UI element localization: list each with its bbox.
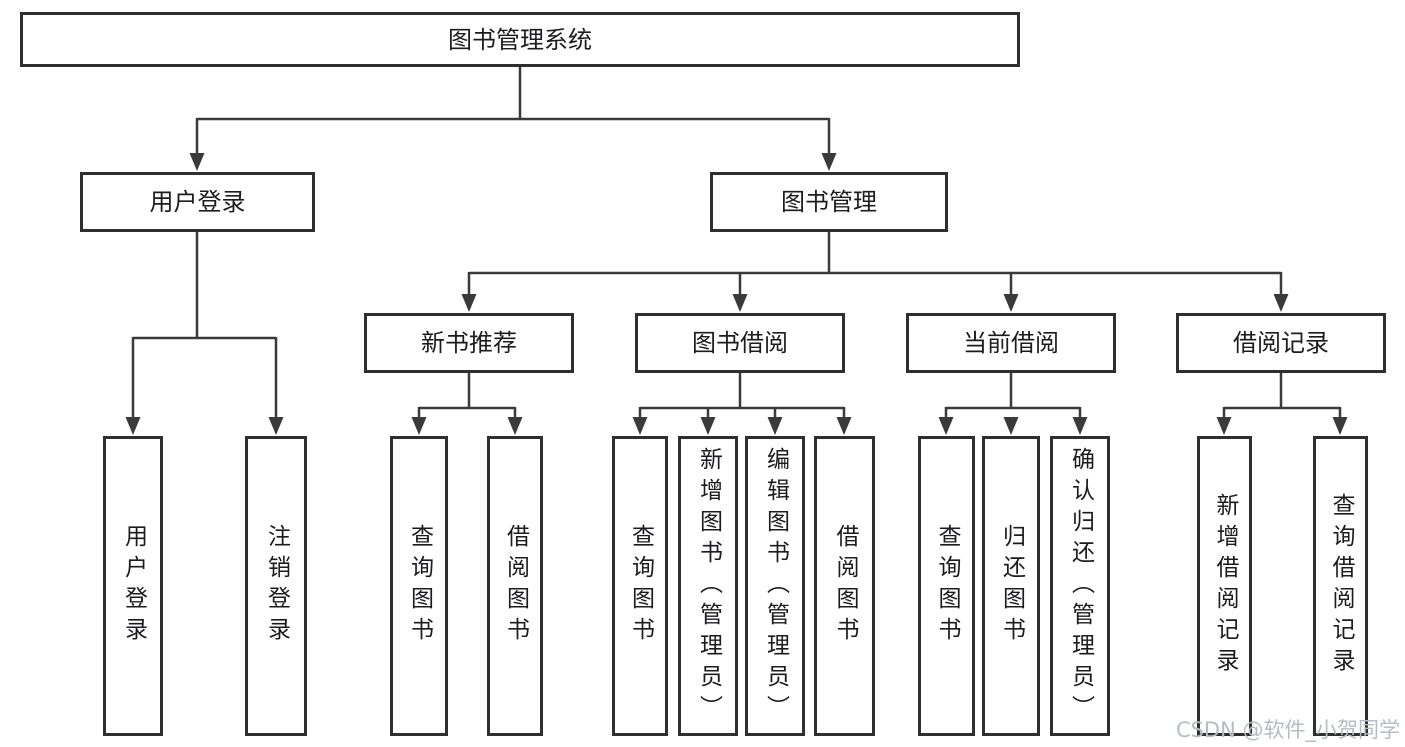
leaf-query-books-1: 查询图书 bbox=[390, 436, 448, 736]
leaf-confirm-return-admin-label: 确认归还（管理员） bbox=[1067, 446, 1094, 726]
leaf-query-borrow-record-label: 查询借阅记录 bbox=[1328, 493, 1354, 679]
node-borrow-records-label: 借阅记录 bbox=[1233, 329, 1329, 357]
leaf-add-book-admin: 新增图书（管理员） bbox=[678, 436, 738, 736]
node-current-borrow: 当前借阅 bbox=[906, 313, 1116, 373]
node-new-book-recommend-label: 新书推荐 bbox=[421, 329, 517, 357]
leaf-return-books-label: 归还图书 bbox=[998, 524, 1025, 648]
node-user-login-label: 用户登录 bbox=[149, 188, 246, 216]
node-root: 图书管理系统 bbox=[20, 12, 1020, 67]
leaf-query-books-3-label: 查询图书 bbox=[934, 524, 960, 648]
leaf-edit-book-admin: 编辑图书（管理员） bbox=[745, 436, 805, 736]
leaf-borrow-books-1-label: 借阅图书 bbox=[502, 524, 529, 648]
leaf-borrow-books-2-label: 借阅图书 bbox=[832, 524, 858, 648]
leaf-add-borrow-record-label: 新增借阅记录 bbox=[1212, 493, 1238, 679]
csdn-watermark: CSDN @软件_小贺同学 bbox=[1175, 718, 1400, 742]
node-user-login: 用户登录 bbox=[80, 172, 315, 232]
leaf-logout-label: 注销登录 bbox=[263, 524, 290, 648]
node-book-management: 图书管理 bbox=[710, 172, 948, 232]
node-root-label: 图书管理系统 bbox=[448, 25, 592, 54]
leaf-query-books-2: 查询图书 bbox=[612, 436, 668, 736]
leaf-query-books-3: 查询图书 bbox=[918, 436, 975, 736]
leaf-borrow-books-2: 借阅图书 bbox=[814, 436, 875, 736]
leaf-confirm-return-admin: 确认归还（管理员） bbox=[1050, 436, 1110, 736]
node-current-borrow-label: 当前借阅 bbox=[963, 329, 1059, 357]
leaf-borrow-books-1: 借阅图书 bbox=[487, 436, 543, 736]
leaf-add-book-admin-label: 新增图书（管理员） bbox=[695, 446, 722, 726]
node-borrow-records: 借阅记录 bbox=[1176, 313, 1386, 373]
leaf-query-books-2-label: 查询图书 bbox=[627, 524, 654, 648]
arrowheads bbox=[125, 153, 1348, 435]
node-book-management-label: 图书管理 bbox=[781, 188, 877, 216]
leaf-user-login-label: 用户登录 bbox=[120, 524, 147, 648]
node-book-borrow: 图书借阅 bbox=[635, 313, 845, 373]
leaf-edit-book-admin-label: 编辑图书（管理员） bbox=[762, 446, 789, 726]
node-new-book-recommend: 新书推荐 bbox=[364, 313, 574, 373]
leaf-add-borrow-record: 新增借阅记录 bbox=[1197, 436, 1252, 736]
leaf-logout: 注销登录 bbox=[245, 436, 307, 736]
leaf-query-borrow-record: 查询借阅记录 bbox=[1313, 436, 1368, 736]
leaf-user-login: 用户登录 bbox=[103, 436, 163, 736]
leaf-return-books: 归还图书 bbox=[982, 436, 1040, 736]
node-book-borrow-label: 图书借阅 bbox=[692, 329, 788, 357]
leaf-query-books-1-label: 查询图书 bbox=[406, 524, 433, 648]
